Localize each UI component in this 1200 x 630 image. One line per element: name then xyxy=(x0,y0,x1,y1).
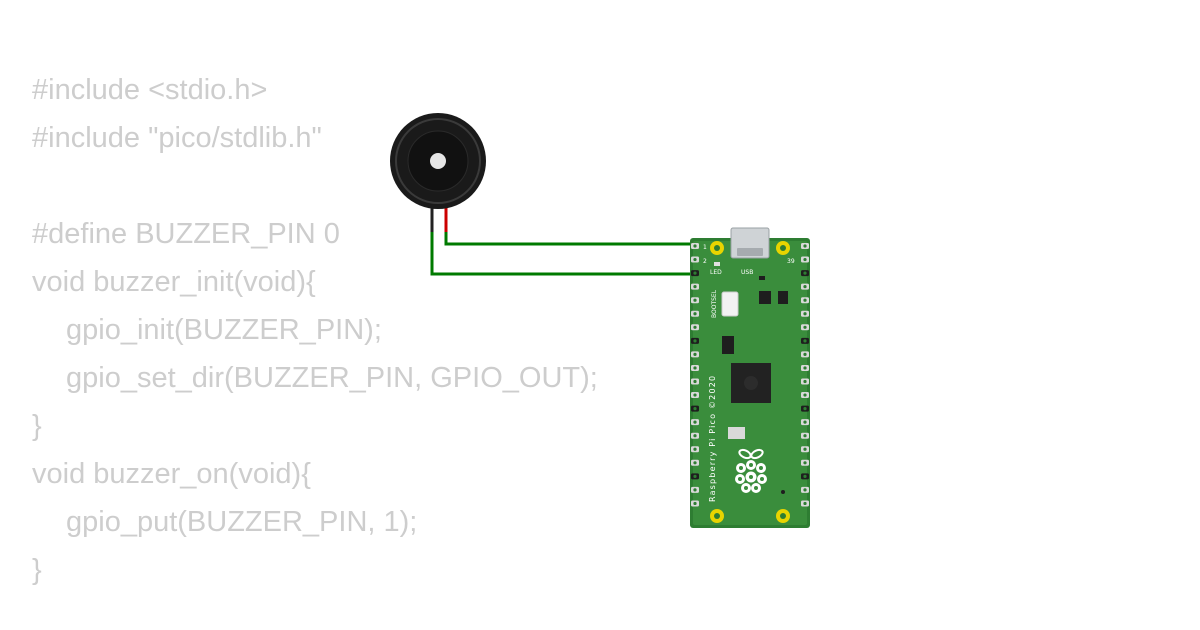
raspberry-logo-icon xyxy=(735,448,767,493)
pin-hole xyxy=(803,434,807,438)
pin-hole xyxy=(803,352,807,356)
wire-gnd[interactable] xyxy=(430,232,698,276)
pin-2-label: 2 xyxy=(703,258,707,265)
code-line-6: gpio_init(BUZZER_PIN); xyxy=(66,314,382,346)
pin-hole xyxy=(803,366,807,370)
code-line-7: gpio_set_dir(BUZZER_PIN, GPIO_OUT); xyxy=(66,362,598,394)
pin-hole xyxy=(693,379,697,384)
pin-hole xyxy=(693,285,697,289)
pin-hole xyxy=(803,312,807,316)
pin-hole xyxy=(693,257,697,262)
pin-39-label: 39 xyxy=(787,258,795,265)
pin-hole xyxy=(803,325,807,329)
pin-hole xyxy=(693,461,697,465)
board-name-label: Raspberry Pi Pico ©2020 xyxy=(708,375,717,502)
code-line-9: void buzzer_on(void){ xyxy=(32,458,311,490)
pin-hole xyxy=(803,407,807,411)
pin-hole xyxy=(803,461,807,465)
wires xyxy=(430,232,698,276)
pin-hole xyxy=(693,447,697,451)
led-label: LED xyxy=(710,269,722,276)
pin-hole xyxy=(803,379,807,384)
code-snippet: #include <stdio.h> #include "pico/stdlib… xyxy=(32,66,598,594)
pin-hole xyxy=(803,420,807,424)
code-line-11: } xyxy=(32,554,42,586)
buzzer-center xyxy=(430,153,446,169)
code-line-10: gpio_put(BUZZER_PIN, 1); xyxy=(66,506,418,538)
bootsel-button[interactable] xyxy=(721,291,739,317)
pin-hole xyxy=(693,244,697,248)
pin-hole xyxy=(803,244,807,248)
pin-1-label: 1 xyxy=(703,244,707,251)
pin-hole xyxy=(803,285,807,289)
pin-hole xyxy=(803,447,807,451)
code-line-1: #include <stdio.h> xyxy=(32,74,268,106)
pin-hole xyxy=(803,501,807,506)
code-line-4: #define BUZZER_PIN 0 xyxy=(32,218,340,250)
pin-hole xyxy=(693,474,697,478)
pin-pads-left xyxy=(691,243,699,507)
pin-hole xyxy=(693,271,697,275)
pin-hole xyxy=(803,393,807,397)
pin-hole xyxy=(693,420,697,424)
code-line-5: void buzzer_init(void){ xyxy=(32,266,316,298)
pin-hole xyxy=(803,474,807,478)
pin-hole xyxy=(693,366,697,370)
pin-hole xyxy=(803,339,807,343)
pin-hole xyxy=(693,434,697,438)
raspberry-pi-pico[interactable]: 1 2 39 LED USB BOOTSEL Raspberry Pi Pico… xyxy=(690,227,810,528)
led-indicator xyxy=(714,262,720,266)
pin-hole xyxy=(693,488,697,492)
pin-hole xyxy=(693,393,697,397)
pin-hole xyxy=(803,488,807,492)
pin-hole xyxy=(693,339,697,343)
pin-hole xyxy=(803,298,807,302)
pin-hole xyxy=(803,271,807,275)
code-line-8: } xyxy=(32,410,42,442)
pin-hole xyxy=(693,352,697,356)
pin-hole xyxy=(693,407,697,411)
wire-gp0[interactable] xyxy=(444,232,698,246)
buzzer[interactable] xyxy=(390,113,486,232)
bootsel-label: BOOTSEL xyxy=(711,289,718,318)
pin-hole xyxy=(693,312,697,316)
pin-hole xyxy=(693,298,697,302)
usb-label: USB xyxy=(741,269,753,276)
pin-hole xyxy=(803,257,807,262)
code-line-2: #include "pico/stdlib.h" xyxy=(32,122,322,154)
pin-hole xyxy=(693,325,697,329)
pin-pads-right xyxy=(801,243,809,507)
pin-hole xyxy=(693,501,697,506)
